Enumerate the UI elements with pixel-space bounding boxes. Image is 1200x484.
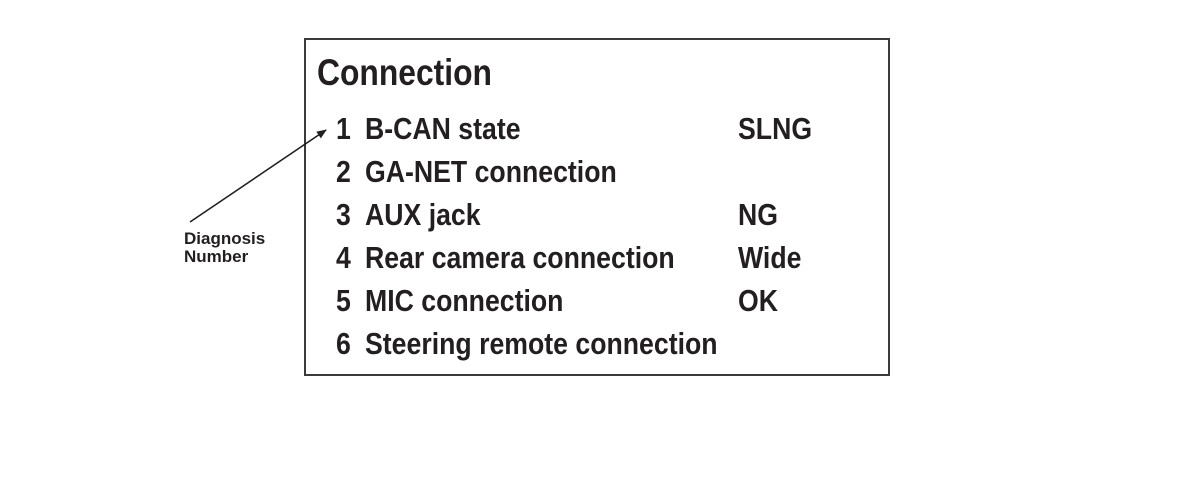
callout-label-line-1: Diagnosis bbox=[184, 229, 266, 248]
diagnosis-row-6: 6 Steering remote connection bbox=[306, 326, 888, 362]
diagnosis-number: 3 bbox=[336, 197, 351, 232]
diagnosis-row-5: 5 MIC connection OK bbox=[306, 283, 888, 319]
diagnosis-label: MIC connection bbox=[365, 283, 564, 318]
callout-label: Diagnosis Number bbox=[184, 230, 265, 266]
diagnosis-value: Wide bbox=[738, 240, 802, 275]
diagnosis-number: 5 bbox=[336, 283, 351, 318]
callout-label-line-2: Number bbox=[184, 247, 249, 266]
diagnosis-value: NG bbox=[738, 197, 778, 232]
diagnosis-label: Rear camera connection bbox=[365, 240, 675, 275]
diagnosis-row-3: 3 AUX jack NG bbox=[306, 197, 888, 233]
callout-arrow-line bbox=[189, 129, 327, 223]
diagnosis-label: Steering remote connection bbox=[365, 326, 718, 361]
diagnosis-label: B-CAN state bbox=[365, 111, 521, 146]
diagnosis-label: GA-NET connection bbox=[365, 154, 617, 189]
diagnosis-number: 4 bbox=[336, 240, 351, 275]
diagnosis-value: SLNG bbox=[738, 111, 813, 146]
diagnosis-row-1: 1 B-CAN state SLNG bbox=[306, 111, 888, 147]
diagnosis-number: 1 bbox=[336, 111, 351, 146]
connection-panel: Connection 1 B-CAN state SLNG 2 GA-NET c… bbox=[304, 38, 890, 376]
diagnosis-value: OK bbox=[738, 283, 778, 318]
panel-title: Connection bbox=[317, 52, 492, 93]
diagnosis-row-4: 4 Rear camera connection Wide bbox=[306, 240, 888, 276]
diagnosis-number: 2 bbox=[336, 154, 351, 189]
diagnosis-number: 6 bbox=[336, 326, 351, 361]
diagnosis-list: 1 B-CAN state SLNG 2 GA-NET connection 3… bbox=[306, 40, 888, 374]
diagnosis-label: AUX jack bbox=[365, 197, 481, 232]
diagnosis-row-2: 2 GA-NET connection bbox=[306, 154, 888, 190]
